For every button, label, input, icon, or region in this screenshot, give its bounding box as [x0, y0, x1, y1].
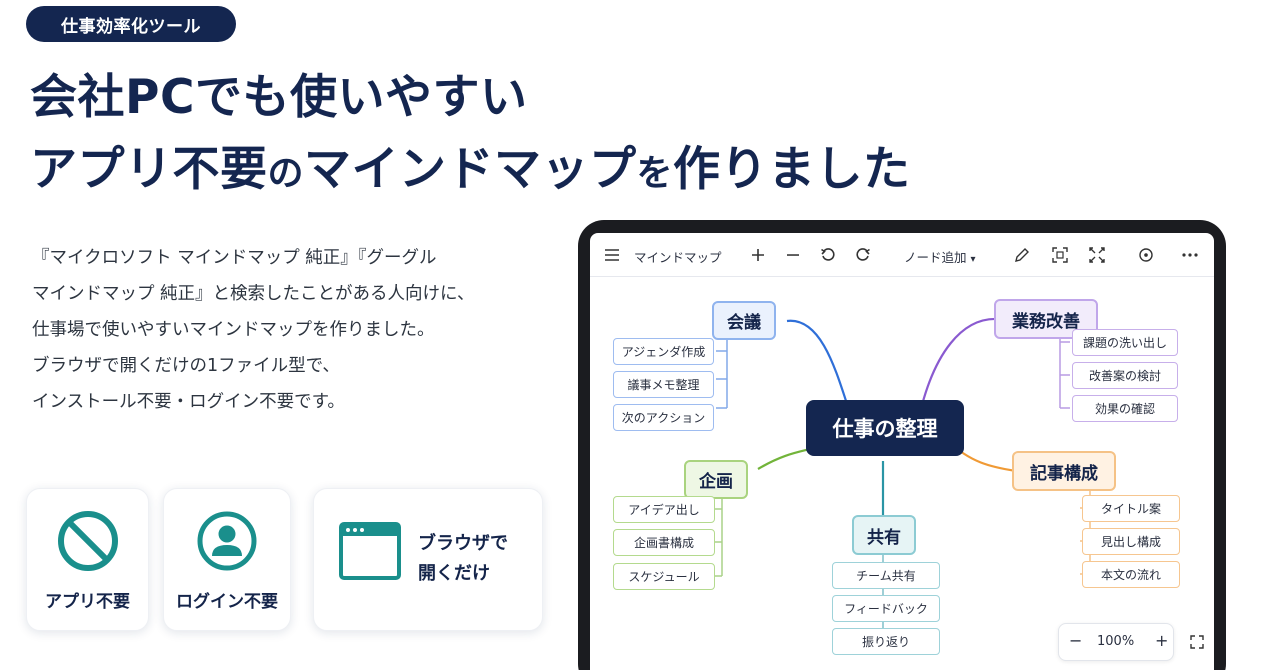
description-line: 仕事場で使いやすいマインドマップを作りました。	[32, 320, 435, 340]
headline-line-1: 会社PCでも使いやすい	[30, 70, 528, 125]
zoom-out-icon[interactable]: −	[1069, 631, 1083, 650]
tablet-mockup: マインドマップ ノード追加 ▾	[578, 220, 1226, 670]
chevron-down-icon: ▾	[970, 254, 976, 265]
expand-icon[interactable]	[1087, 245, 1107, 265]
leaf-node[interactable]: 次のアクション	[613, 404, 714, 431]
target-icon[interactable]	[1136, 245, 1156, 265]
leaf-node[interactable]: スケジュール	[613, 563, 715, 590]
description-line: マインドマップ 純正』と検索したことがある人向けに、	[32, 284, 475, 304]
zoom-in-plus-icon[interactable]	[748, 245, 768, 265]
leaf-node[interactable]: タイトル案	[1082, 495, 1180, 522]
branch-node-article[interactable]: 記事構成	[1012, 451, 1116, 491]
leaf-node[interactable]: 振り返り	[832, 628, 940, 655]
more-icon[interactable]	[1180, 245, 1200, 265]
add-node-button[interactable]: ノード追加 ▾	[904, 250, 976, 265]
mindmap-canvas[interactable]: 仕事の整理 会議 アジェンダ作成 議事メモ整理 次のアクション 業務改善 課題の…	[590, 277, 1214, 670]
prohibited-icon	[57, 511, 118, 571]
feature-card-browser: ブラウザで 開くだけ	[313, 488, 543, 631]
leaf-node[interactable]: 本文の流れ	[1082, 561, 1180, 588]
description-line: ブラウザで開くだけの1ファイル型で、	[32, 356, 340, 376]
pen-icon[interactable]	[1012, 245, 1032, 265]
redo-icon[interactable]	[853, 245, 873, 265]
branch-node-plan[interactable]: 企画	[684, 460, 748, 499]
toolbar: マインドマップ ノード追加 ▾	[590, 233, 1214, 277]
leaf-node[interactable]: 議事メモ整理	[613, 371, 714, 398]
leaf-node[interactable]: 効果の確認	[1072, 395, 1178, 422]
description-line: 『マイクロソフト マインドマップ 純正』『グーグル	[32, 248, 437, 268]
feature-label: アプリ不要	[45, 592, 130, 612]
branch-node-meeting[interactable]: 会議	[712, 301, 776, 340]
description-line: インストール不要・ログイン不要です。	[32, 392, 345, 412]
app-title: マインドマップ	[634, 250, 722, 265]
user-icon	[197, 511, 257, 571]
feature-card-no-login: ログイン不要	[163, 488, 291, 631]
feature-label: ログイン不要	[176, 592, 278, 612]
browser-window-icon	[339, 522, 401, 580]
minus-icon[interactable]	[783, 245, 803, 265]
zoom-in-icon[interactable]: +	[1155, 631, 1169, 650]
headline: 会社PCでも使いやすい アプリ不要のマインドマップを作りました	[30, 62, 911, 210]
description: 『マイクロソフト マインドマップ 純正』『グーグル マインドマップ 純正』と検索…	[32, 240, 572, 420]
menu-icon[interactable]	[602, 245, 622, 265]
leaf-node[interactable]: アジェンダ作成	[613, 338, 714, 365]
headline-line-2: アプリ不要のマインドマップを作りました	[30, 142, 911, 197]
zoom-control: − 100% +	[1058, 623, 1174, 661]
leaf-node[interactable]: 企画書構成	[613, 529, 715, 556]
app-screen: マインドマップ ノード追加 ▾	[590, 233, 1214, 670]
fullscreen-icon[interactable]	[1182, 623, 1212, 661]
leaf-node[interactable]: 改善案の検討	[1072, 362, 1178, 389]
fit-screen-icon[interactable]	[1050, 245, 1070, 265]
leaf-node[interactable]: 見出し構成	[1082, 528, 1180, 555]
undo-icon[interactable]	[818, 245, 838, 265]
leaf-node[interactable]: アイデア出し	[613, 496, 715, 523]
branch-node-share[interactable]: 共有	[852, 515, 916, 555]
leaf-node[interactable]: 課題の洗い出し	[1072, 329, 1178, 356]
center-node[interactable]: 仕事の整理	[806, 400, 964, 456]
leaf-node[interactable]: フィードバック	[832, 595, 940, 622]
category-badge: 仕事効率化ツール	[26, 6, 236, 42]
leaf-node[interactable]: チーム共有	[832, 562, 940, 589]
feature-label: ブラウザで 開くだけ	[418, 533, 508, 584]
zoom-level: 100%	[1097, 634, 1135, 649]
feature-card-no-app: アプリ不要	[26, 488, 149, 631]
